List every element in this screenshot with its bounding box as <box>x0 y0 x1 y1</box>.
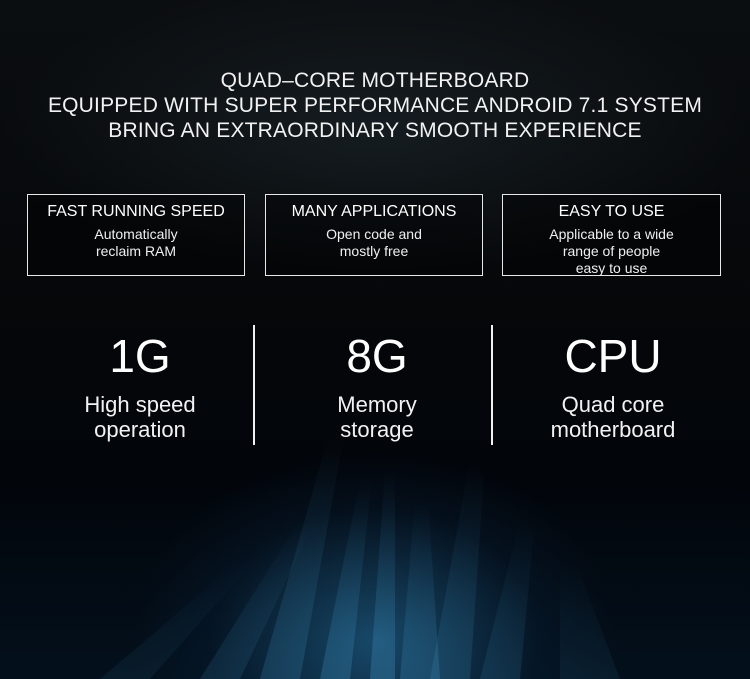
stat-label: High speed operation <box>84 392 196 442</box>
feature-title: MANY APPLICATIONS <box>291 203 457 220</box>
stat-ram: 1G High speed operation <box>40 328 240 442</box>
stat-value: 8G <box>346 330 408 382</box>
feature-box-fast-running-speed: FAST RUNNING SPEED Automatically reclaim… <box>27 194 245 276</box>
stat-divider <box>253 325 255 445</box>
headline-line-3: BRING AN EXTRAORDINARY SMOOTH EXPERIENCE <box>108 119 642 142</box>
feature-title: FAST RUNNING SPEED <box>47 203 225 220</box>
stat-cpu: CPU Quad core motherboard <box>513 328 713 442</box>
stat-value: 1G <box>109 330 171 382</box>
feature-box-easy-to-use: EASY TO USE Applicable to a wide range o… <box>502 194 721 276</box>
stat-storage: 8G Memory storage <box>277 328 477 442</box>
feature-title: EASY TO USE <box>558 203 665 220</box>
feature-description: Automatically reclaim RAM <box>94 226 178 259</box>
stat-label: Memory storage <box>337 392 417 442</box>
headline-line-1: QUAD–CORE MOTHERBOARD <box>220 69 530 92</box>
headline: QUAD–CORE MOTHERBOARD EQUIPPED WITH SUPE… <box>0 68 750 143</box>
stat-label: Quad core motherboard <box>550 392 676 442</box>
stat-divider <box>491 325 493 445</box>
headline-line-2: EQUIPPED WITH SUPER PERFORMANCE ANDROID … <box>47 94 703 117</box>
feature-box-many-applications: MANY APPLICATIONS Open code and mostly f… <box>265 194 483 276</box>
stat-value: CPU <box>564 330 662 382</box>
feature-description: Open code and mostly free <box>326 226 422 259</box>
feature-description: Applicable to a wide range of people eas… <box>549 226 674 276</box>
